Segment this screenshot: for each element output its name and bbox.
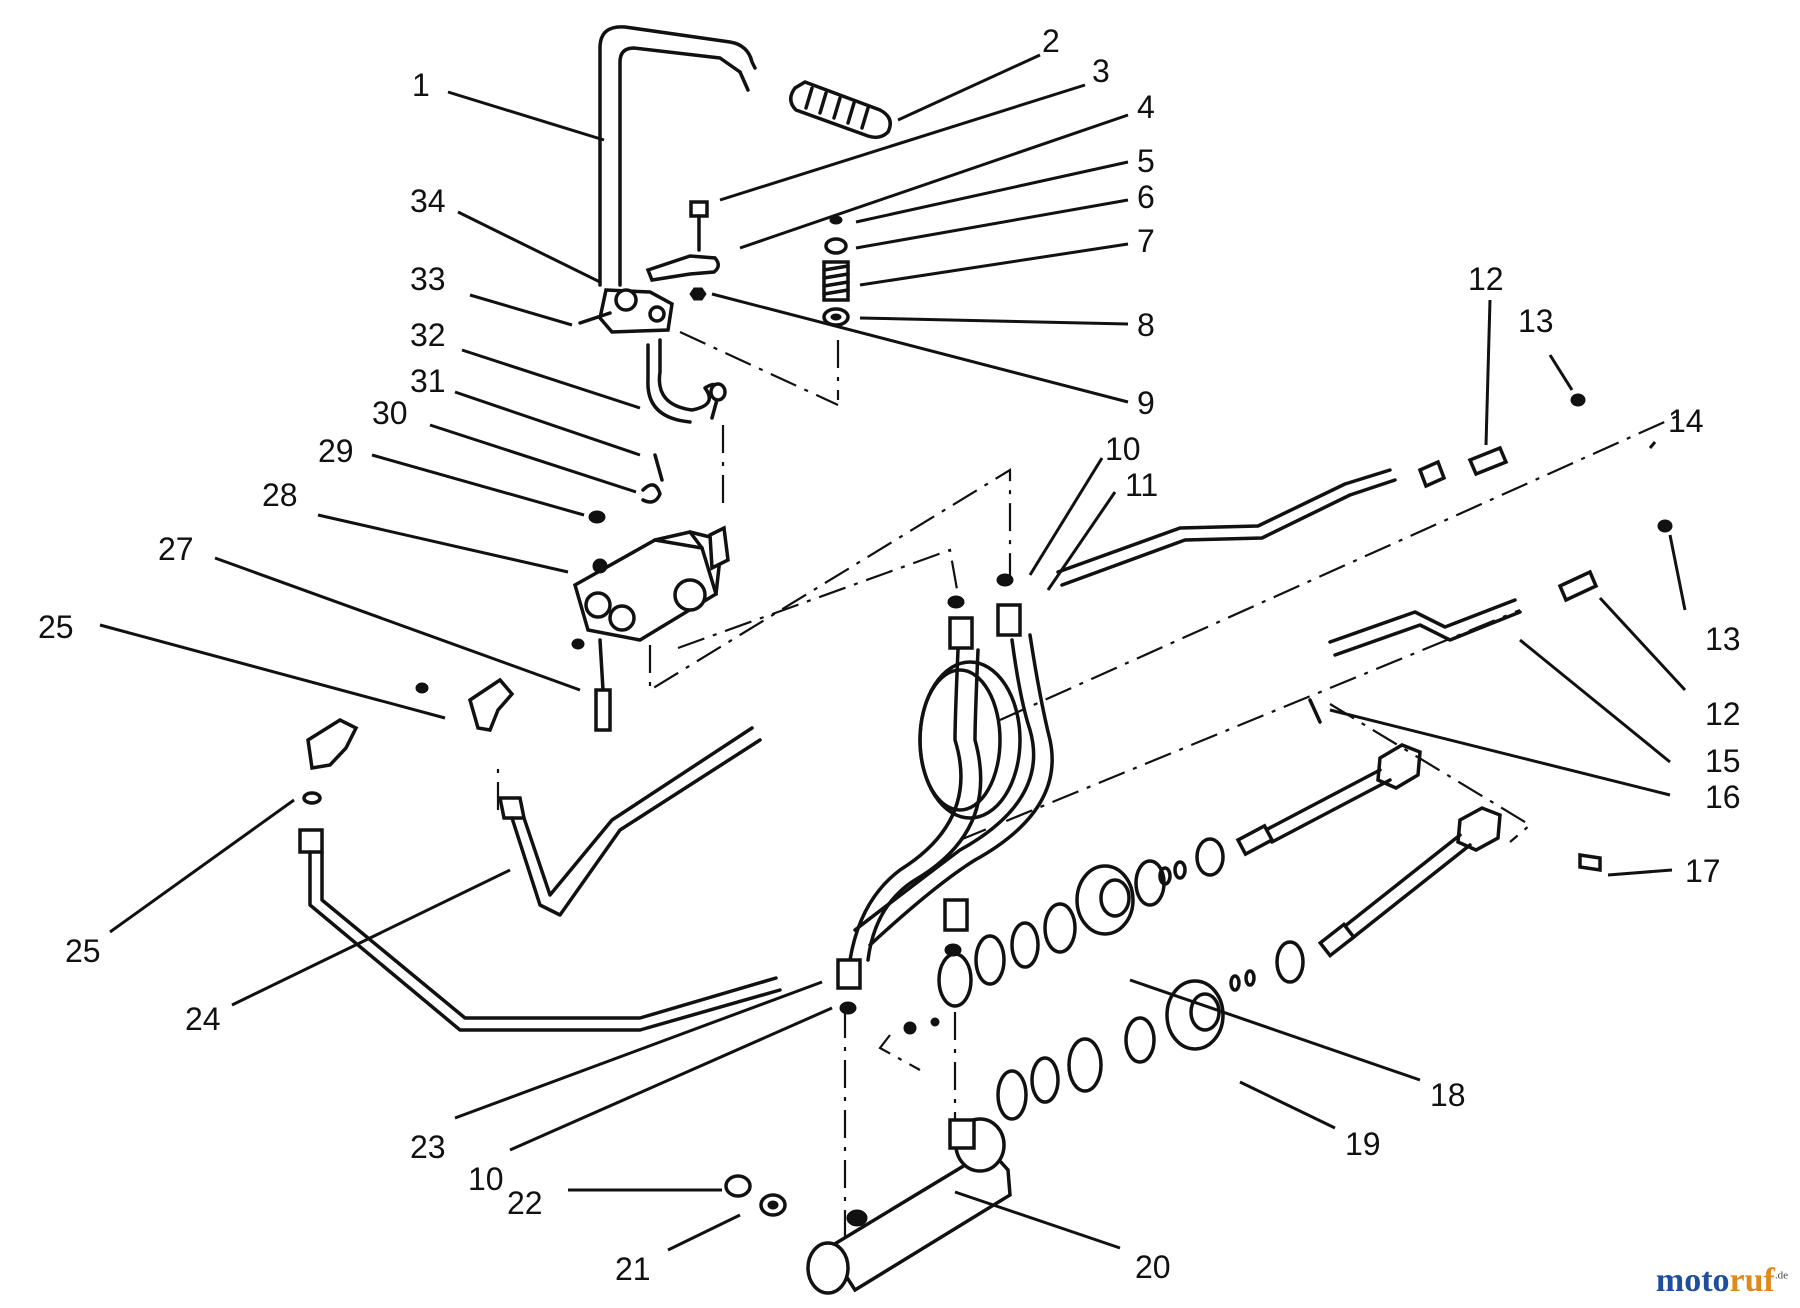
piston-rods <box>1235 743 1502 958</box>
lever-bracket <box>645 254 720 282</box>
callout-16: 16 <box>1705 779 1741 815</box>
callout-13-right: 13 <box>1705 621 1741 657</box>
callout-21: 21 <box>615 1251 651 1287</box>
valve-fittings <box>298 638 585 854</box>
hydraulic-hoses <box>836 573 1054 1015</box>
callout-10-top: 10 <box>1105 431 1141 467</box>
callout-32: 32 <box>410 317 446 353</box>
callout-12-top: 12 <box>1468 261 1504 297</box>
elbow-fittings <box>1467 393 1673 603</box>
callout-3: 3 <box>1092 53 1110 89</box>
callout-17: 17 <box>1685 853 1721 889</box>
callout-33: 33 <box>410 261 446 297</box>
clevis-pin <box>641 453 664 504</box>
hydraulic-cylinder <box>806 1117 1012 1295</box>
bolt-and-nut <box>689 200 709 301</box>
hydraulic-tube-lower <box>1333 610 1522 657</box>
spring-stack <box>822 215 850 327</box>
callout-15: 15 <box>1705 743 1741 779</box>
hydraulic-tube-left <box>308 726 782 1032</box>
callout-7: 7 <box>1137 223 1155 259</box>
watermark-part2: ruf <box>1729 1262 1775 1299</box>
callout-18: 18 <box>1430 1077 1466 1113</box>
callout-28: 28 <box>262 477 298 513</box>
callout-23: 23 <box>410 1129 446 1165</box>
watermark-suffix: .de <box>1774 1269 1788 1282</box>
watermark-part1: moto <box>1655 1262 1730 1299</box>
lift-lever <box>598 25 757 287</box>
callout-5: 5 <box>1137 143 1155 179</box>
callout-6: 6 <box>1137 179 1155 215</box>
centerlines <box>496 331 1681 1240</box>
callout-27: 27 <box>158 531 194 567</box>
lever-grip <box>789 80 892 140</box>
callout-group: 1 2 3 4 5 6 7 8 9 10 11 12 13 14 13 12 1… <box>38 23 1741 1287</box>
site-watermark: motoruf.de <box>1656 1262 1788 1300</box>
callout-4: 4 <box>1137 89 1155 125</box>
callout-25-bottom: 25 <box>65 933 101 969</box>
callout-11: 11 <box>1125 467 1158 503</box>
callout-13-top: 13 <box>1518 303 1554 339</box>
control-valve <box>572 510 730 732</box>
seal-kits <box>903 837 1305 1121</box>
hydraulic-tube-right <box>1056 459 1447 587</box>
callout-9: 9 <box>1137 385 1155 421</box>
callout-10-bottom: 10 <box>468 1161 504 1197</box>
callout-2: 2 <box>1042 23 1060 59</box>
callout-29: 29 <box>318 433 354 469</box>
callout-34: 34 <box>410 183 446 219</box>
callout-20: 20 <box>1135 1249 1171 1285</box>
parts-drawing <box>298 25 1673 1295</box>
callout-1: 1 <box>412 67 430 103</box>
callout-25-top: 25 <box>38 609 74 645</box>
callout-8: 8 <box>1137 307 1155 343</box>
cylinder-fittings <box>724 1174 787 1217</box>
callout-12-right: 12 <box>1705 696 1741 732</box>
callout-24: 24 <box>185 1001 221 1037</box>
callout-31: 31 <box>410 363 446 399</box>
link-rod <box>657 338 720 420</box>
leader-lines <box>99 53 1687 1252</box>
pivot-block <box>578 288 674 334</box>
callout-22: 22 <box>507 1185 543 1221</box>
callout-19: 19 <box>1345 1126 1381 1162</box>
callout-14: 14 <box>1668 403 1704 439</box>
rod-pin <box>1308 698 1602 873</box>
callout-30: 30 <box>372 395 408 431</box>
